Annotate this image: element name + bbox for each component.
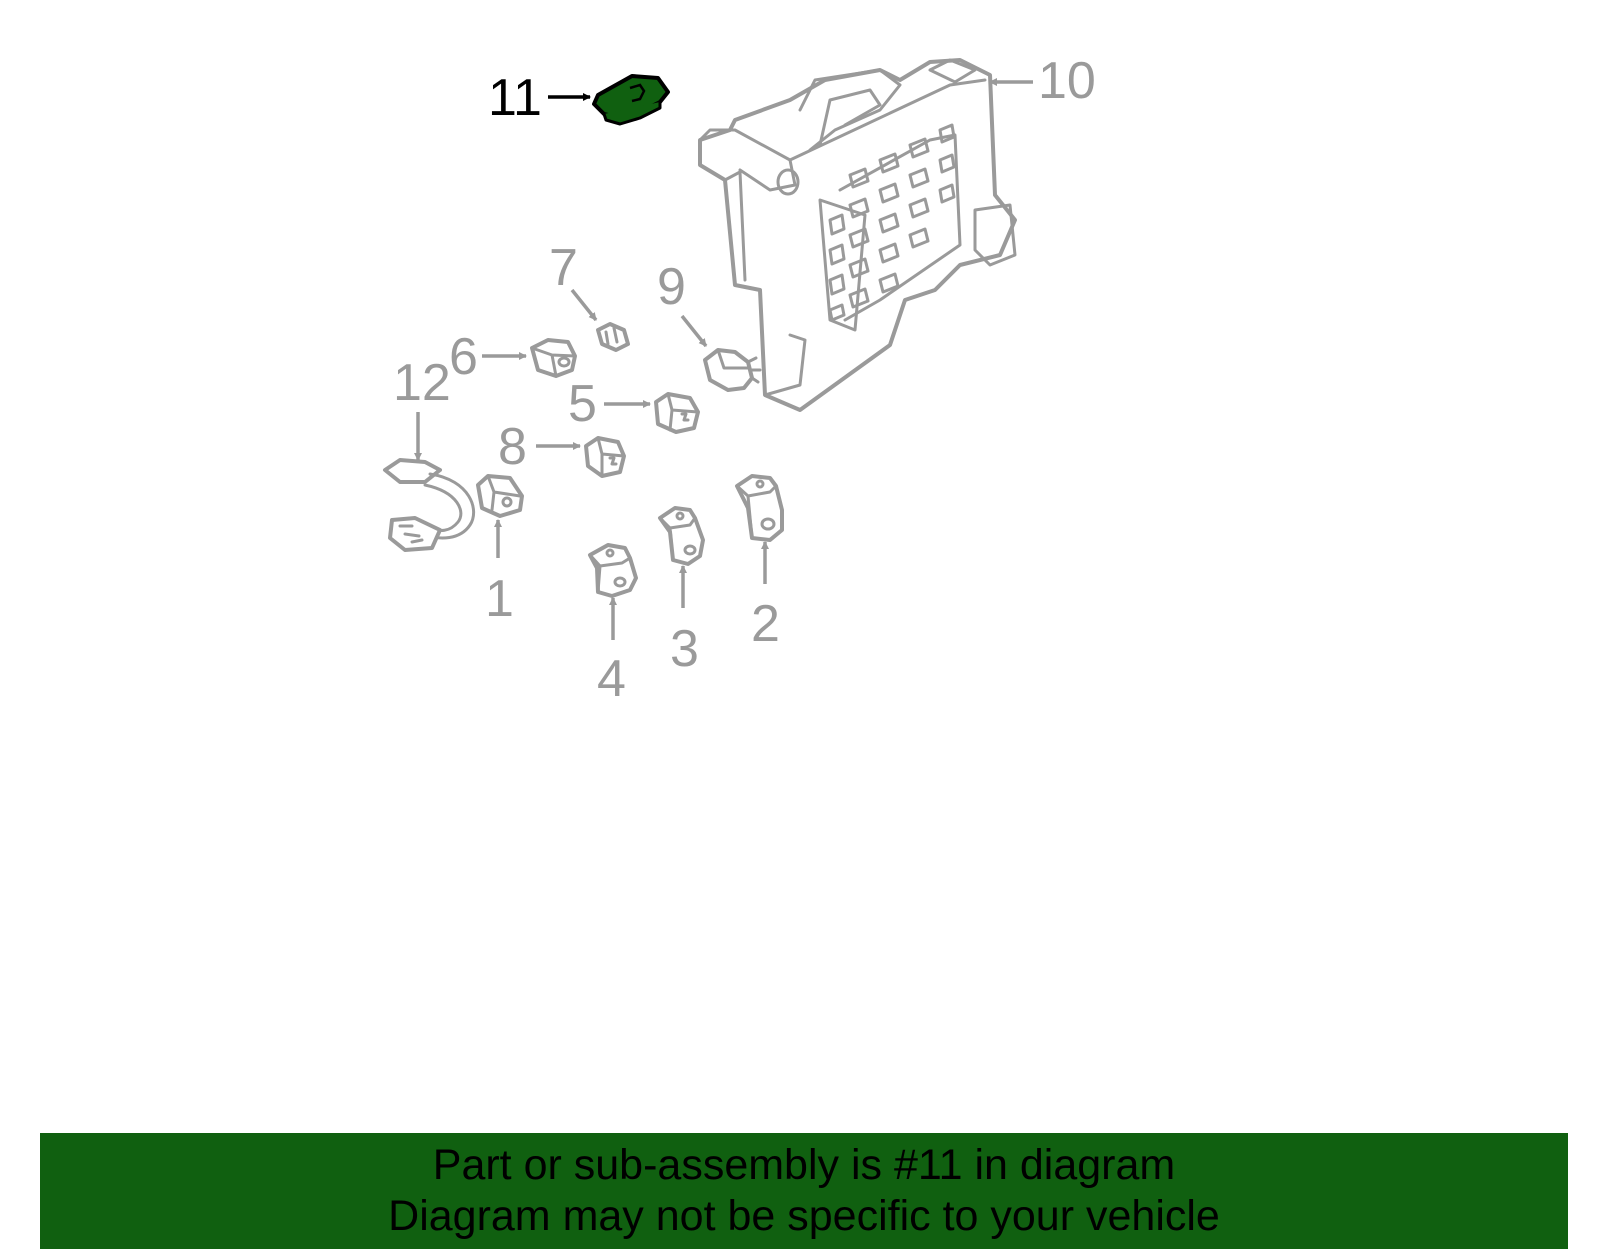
info-banner: Part or sub-assembly is #11 in diagram D…	[40, 1133, 1568, 1249]
callout-7[interactable]: 7	[549, 239, 578, 297]
callout-12[interactable]: 12	[393, 354, 451, 412]
callout-4[interactable]: 4	[597, 650, 626, 708]
part-8-relay[interactable]	[584, 436, 626, 478]
part-6-relay[interactable]	[530, 338, 577, 378]
part-12-harness[interactable]	[383, 458, 476, 552]
part-5-relay[interactable]	[654, 392, 700, 434]
banner-line-2: Diagram may not be specific to your vehi…	[388, 1192, 1220, 1240]
part-3-bracket[interactable]	[658, 506, 705, 566]
part-4-bracket[interactable]	[588, 543, 638, 598]
arrow-9	[680, 314, 708, 348]
callout-labels: 11 10 7 6 12 9 5 8 1 2 3 4	[393, 52, 1096, 708]
part-10-fuse-box[interactable]	[698, 58, 1017, 412]
part-11-cover[interactable]	[592, 74, 670, 126]
part-1-connector[interactable]	[476, 474, 524, 518]
leader-arrows	[414, 78, 1033, 640]
part-7-clip[interactable]	[596, 322, 630, 352]
callout-5[interactable]: 5	[568, 375, 597, 433]
part-9-flasher[interactable]	[703, 348, 762, 392]
callout-11[interactable]: 11	[488, 69, 542, 127]
callout-6[interactable]: 6	[449, 328, 478, 386]
callout-10[interactable]: 10	[1038, 52, 1096, 110]
banner-line-1: Part or sub-assembly is #11 in diagram	[432, 1141, 1176, 1189]
callout-8[interactable]: 8	[498, 418, 527, 476]
callout-1[interactable]: 1	[485, 570, 514, 628]
part-2-bracket[interactable]	[735, 474, 784, 542]
callout-9[interactable]: 9	[657, 258, 686, 316]
callout-3[interactable]: 3	[670, 620, 699, 678]
callout-2[interactable]: 2	[751, 595, 780, 653]
arrow-7	[570, 288, 598, 322]
